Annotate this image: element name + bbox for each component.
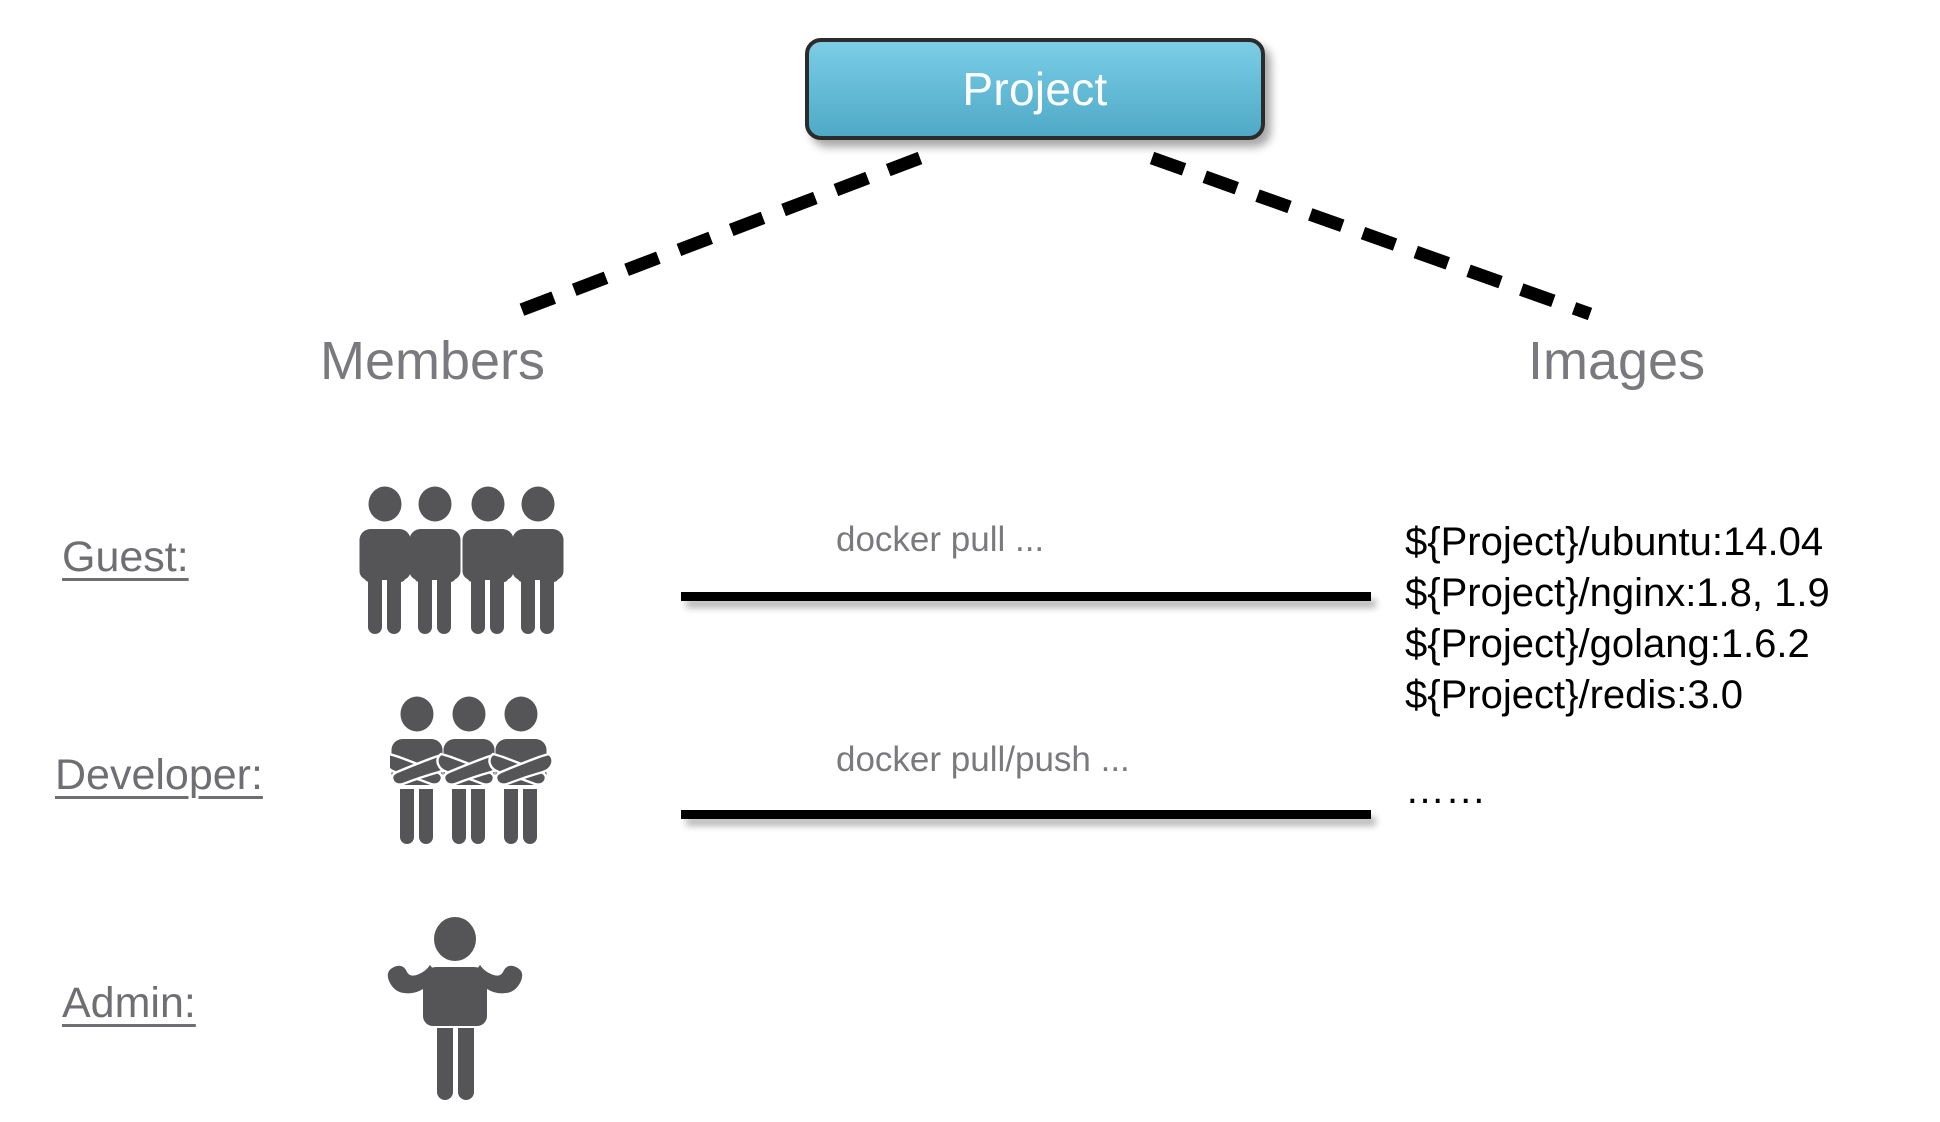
image-list-item: ${Project}/redis:3.0: [1405, 673, 1743, 717]
images-list-more-indicator: …...: [1405, 768, 1487, 812]
connector-project-to-members: [513, 151, 923, 319]
column-heading-images: Images: [1528, 331, 1706, 391]
relation-line-pull: [681, 592, 1371, 601]
people-icon-guest-4: [359, 486, 564, 634]
connector-project-to-images: [1149, 151, 1593, 321]
relation-caption-pull: docker pull ...: [836, 520, 1045, 559]
person-arms-raised-icon: [387, 917, 523, 1100]
person-icon: [512, 486, 564, 634]
people-group-admin: [380, 915, 530, 1110]
people-group-developer: [384, 696, 555, 851]
person-icon: [409, 486, 461, 634]
column-heading-members: Members: [320, 331, 546, 391]
image-list-item: ${Project}/golang:1.6.2: [1405, 622, 1810, 666]
role-label-guest: Guest:: [62, 533, 189, 581]
person-icon: [462, 486, 514, 634]
image-list-item: ${Project}/nginx:1.8, 1.9: [1405, 571, 1830, 615]
role-label-developer: Developer:: [55, 751, 263, 799]
image-list-item: ${Project}/ubuntu:14.04: [1405, 520, 1824, 564]
images-list: ${Project}/ubuntu:14.04 ${Project}/nginx…: [1405, 517, 1830, 721]
person-arms-crossed-icon: [488, 696, 554, 844]
role-label-admin: Admin:: [62, 979, 196, 1027]
project-node[interactable]: Project: [805, 38, 1265, 140]
person-arms-crossed-icon: [436, 696, 502, 844]
person-icon: [359, 486, 411, 634]
relation-caption-pull-push: docker pull/push ...: [836, 740, 1130, 779]
person-arms-crossed-icon: [384, 696, 450, 844]
people-group-guest: [358, 486, 573, 641]
relation-line-pull-push: [681, 810, 1371, 819]
people-icon-developer-3: [384, 696, 554, 844]
project-node-label: Project: [962, 63, 1108, 115]
